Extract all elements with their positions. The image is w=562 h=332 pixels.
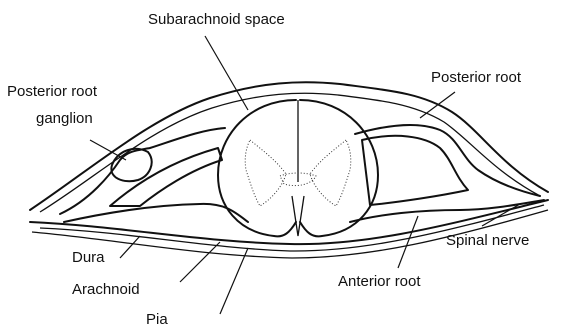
- leader-subarachnoid: [205, 36, 248, 110]
- label-posterior-root-ganglion-2: ganglion: [36, 110, 93, 127]
- label-spinal-nerve: Spinal nerve: [446, 232, 529, 249]
- arachnoid-outline: [40, 93, 540, 212]
- anterior-median-fissure: [292, 196, 304, 236]
- label-arachnoid: Arachnoid: [72, 281, 140, 298]
- left-root-sheath-lower: [64, 204, 248, 222]
- label-subarachnoid-space: Subarachnoid space: [148, 11, 285, 28]
- label-anterior-root: Anterior root: [338, 273, 421, 290]
- left-inner-sheath: [110, 148, 222, 206]
- label-pia: Pia: [146, 311, 168, 328]
- label-dura: Dura: [72, 249, 105, 266]
- label-posterior-root: Posterior root: [431, 69, 522, 86]
- spinal-cord: [218, 100, 378, 236]
- leader-pia: [220, 248, 248, 314]
- leader-dura: [120, 236, 140, 258]
- leader-posterior-root: [420, 92, 455, 118]
- dura-mater-outline: [30, 82, 548, 210]
- label-posterior-root-ganglion: Posterior root: [7, 83, 98, 100]
- leader-anterior-root: [398, 216, 418, 268]
- leader-arachnoid: [180, 242, 220, 282]
- leader-posterior-root-ganglion: [90, 140, 126, 160]
